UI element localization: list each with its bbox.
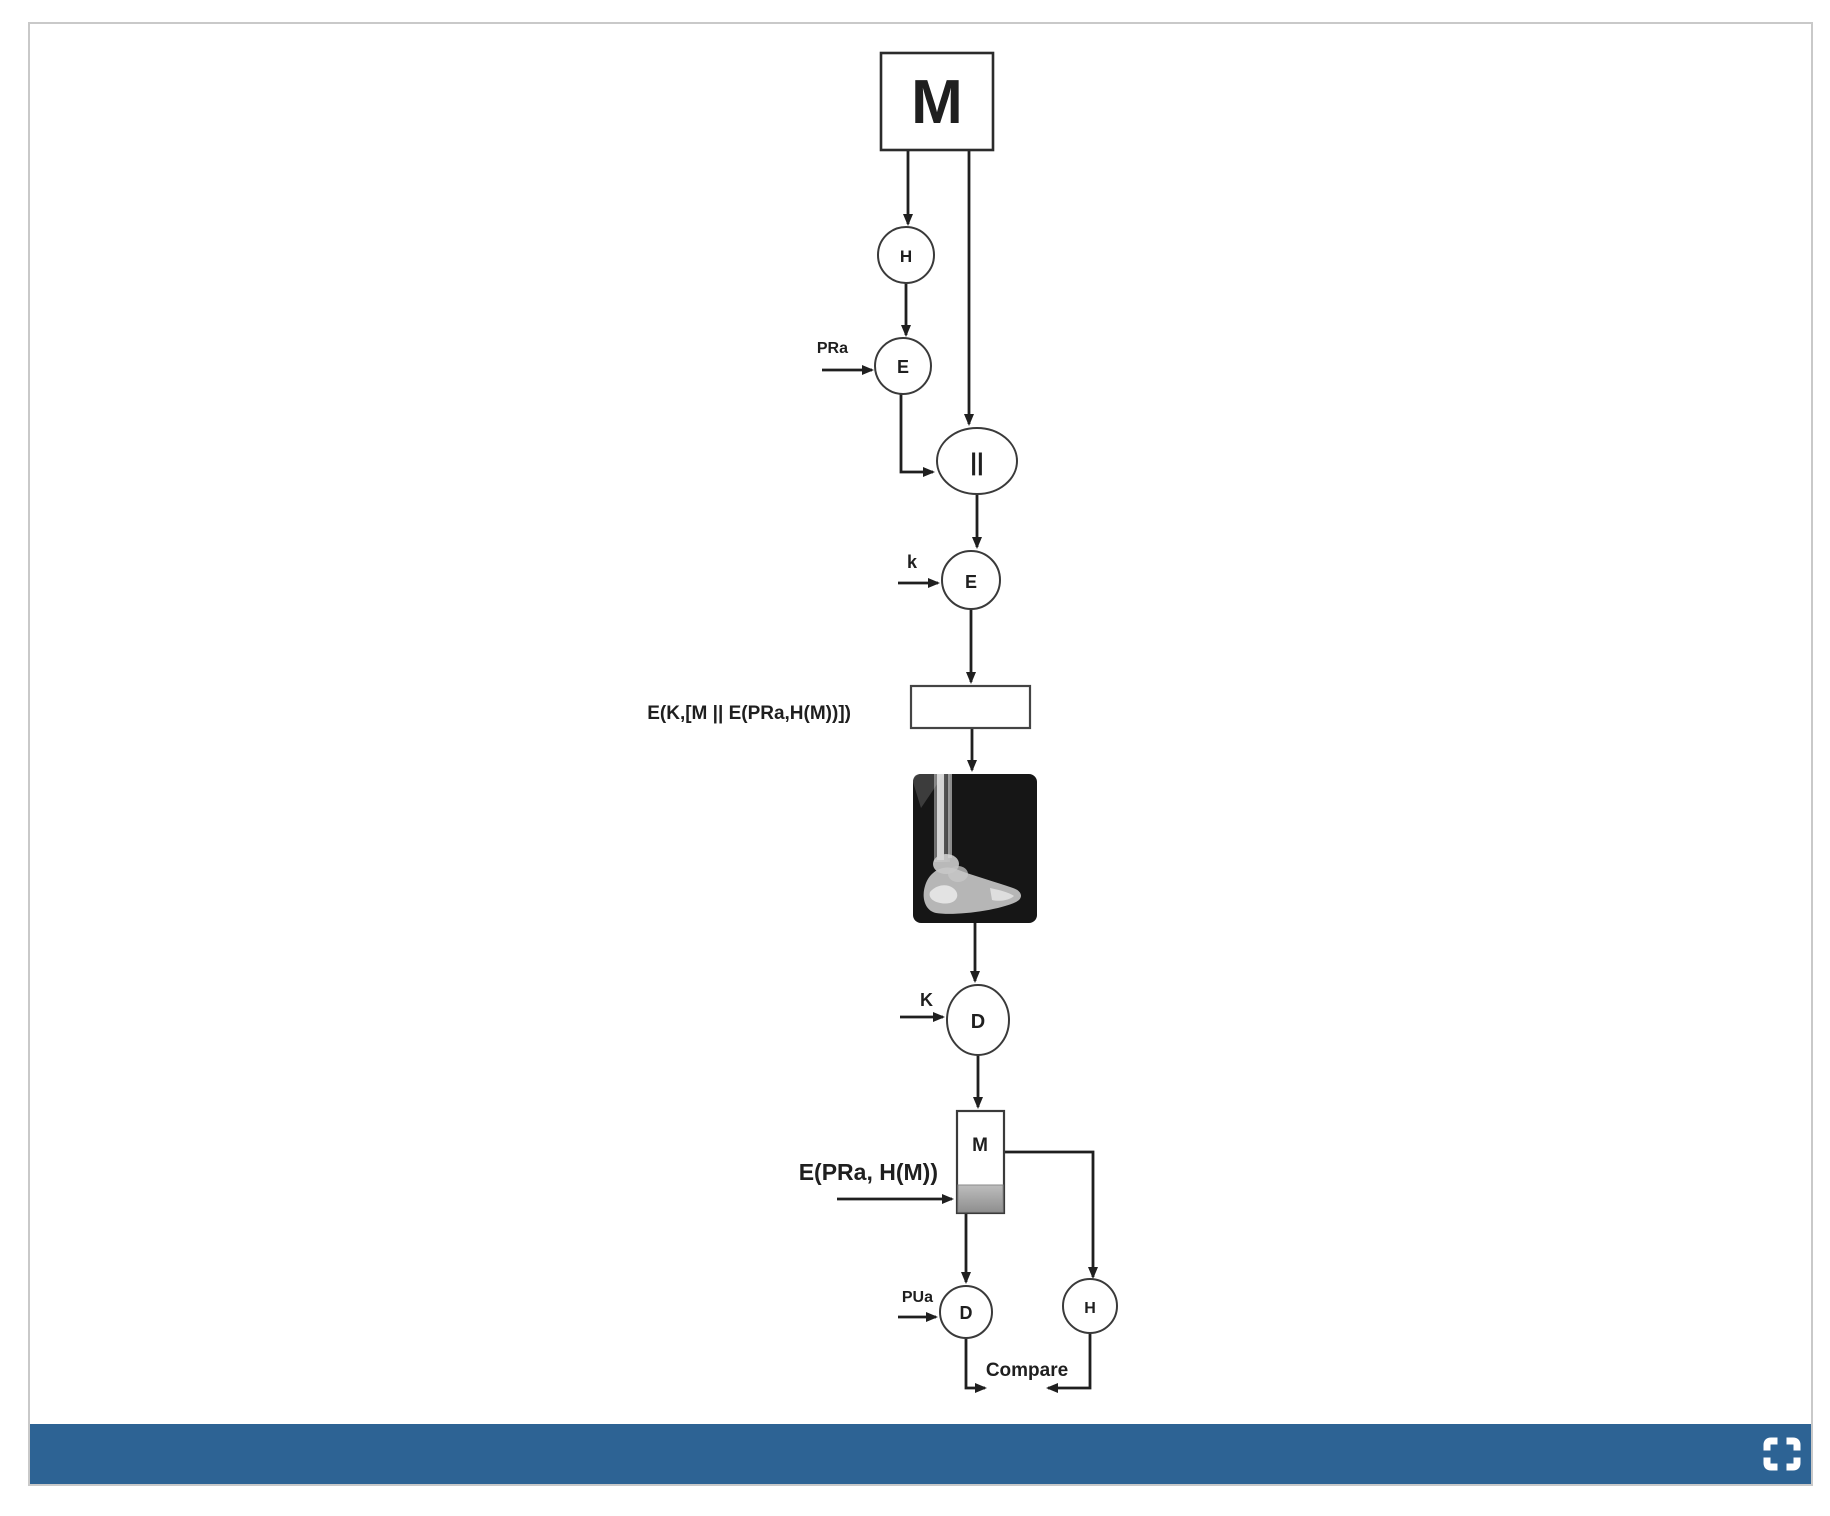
private-key-label: PRa — [817, 340, 848, 357]
hash-bottom-label: H — [1084, 1300, 1096, 1317]
node-decrypt-symmetric: D — [946, 984, 1010, 1056]
encrypt-signature-label: E — [897, 357, 909, 377]
arrow-message-to-hash2 — [1004, 1150, 1098, 1279]
toolbar-layer — [28, 22, 1813, 1486]
node-encrypt-signature: E — [874, 337, 932, 395]
node-hash-top: H — [877, 226, 935, 284]
node-hash-bottom: H — [1062, 1278, 1118, 1334]
node-ciphertext-box — [909, 684, 1032, 730]
concatenate-label: || — [970, 449, 983, 476]
arrow-hash2-to-compare — [1046, 1333, 1092, 1393]
node-message-source: M — [879, 51, 995, 152]
public-key-label: PUa — [902, 1289, 933, 1306]
ciphertext-expression-label: E(K,[M || E(PRa,H(M))]) — [647, 703, 851, 724]
node-encrypt-symmetric: E — [941, 550, 1001, 610]
arrow-decrypt2-to-compare — [964, 1338, 987, 1393]
compare-label: Compare — [986, 1360, 1068, 1381]
node-received-message: M — [955, 1109, 1006, 1215]
connector-arrows — [822, 150, 1098, 1393]
encrypt-symmetric-label: E — [965, 572, 977, 592]
decrypt-signature-label: D — [960, 1303, 973, 1323]
signature-expression-label: E(PRa, H(M)) — [799, 1159, 938, 1185]
symmetric-key-upper-label: K — [920, 990, 933, 1010]
decrypt-symmetric-label: D — [971, 1011, 985, 1033]
hash-top-label: H — [900, 247, 912, 266]
viewer-toolbar — [30, 1424, 1811, 1484]
arrow-signature-to-concat — [899, 394, 935, 477]
fullscreen-expand-icon — [1763, 1437, 1801, 1471]
xray-foot-image — [913, 774, 1037, 923]
fullscreen-button[interactable] — [1763, 1437, 1801, 1471]
received-message-label: M — [972, 1135, 988, 1156]
message-source-label: M — [911, 68, 963, 137]
symmetric-key-lower-label: k — [907, 552, 918, 572]
node-decrypt-signature: D — [939, 1285, 993, 1339]
node-concatenate: || — [936, 427, 1018, 495]
